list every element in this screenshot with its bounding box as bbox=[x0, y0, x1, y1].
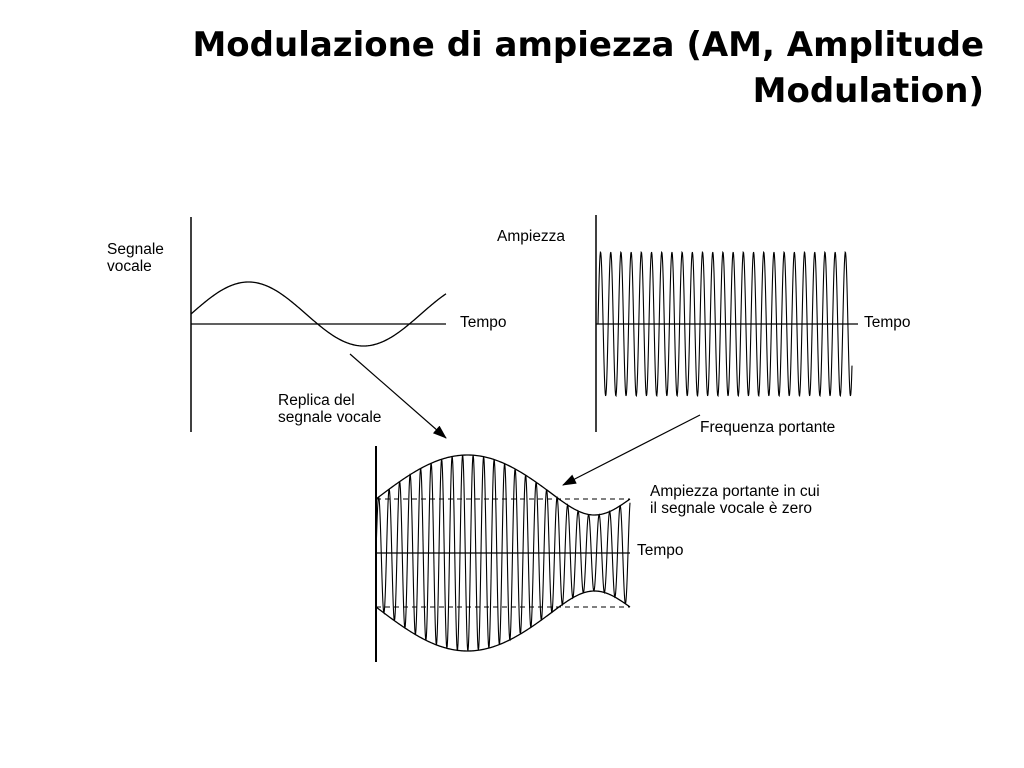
replica-arrow bbox=[349, 353, 447, 439]
modulated-graph bbox=[375, 446, 631, 662]
voice-signal-label: Segnale vocale bbox=[107, 241, 164, 275]
modulated-wave bbox=[375, 454, 631, 651]
replica-label: Replica del segnale vocale bbox=[278, 392, 381, 426]
carrier-time-label: Tempo bbox=[864, 314, 911, 331]
voice-signal-graph bbox=[190, 217, 447, 432]
slide-title: Modulazione di ampiezza (AM, Amplitude M… bbox=[192, 25, 984, 111]
replica-label-line2: segnale vocale bbox=[278, 409, 382, 426]
carrier-graph bbox=[595, 215, 858, 432]
carrier-amplitude-zero-line2: il segnale vocale è zero bbox=[650, 500, 812, 517]
carrier-frequency-arrow bbox=[562, 414, 701, 486]
voice-signal-label-line2: vocale bbox=[107, 258, 152, 275]
lower-envelope bbox=[375, 590, 631, 652]
replica-label-line1: Replica del bbox=[278, 392, 355, 409]
voice-signal-label-line1: Segnale bbox=[107, 241, 164, 258]
voice-time-label: Tempo bbox=[460, 314, 507, 331]
carrier-wave bbox=[597, 250, 853, 398]
upper-envelope bbox=[375, 454, 631, 516]
carrier-frequency-label: Frequenza portante bbox=[700, 419, 836, 436]
voice-sine-wave bbox=[190, 281, 447, 347]
modulated-time-label: Tempo bbox=[637, 542, 684, 559]
carrier-amplitude-zero-label: Ampiezza portante in cui il segnale voca… bbox=[650, 483, 820, 517]
amplitude-label: Ampiezza bbox=[497, 228, 566, 245]
carrier-amplitude-zero-line1: Ampiezza portante in cui bbox=[650, 483, 820, 500]
